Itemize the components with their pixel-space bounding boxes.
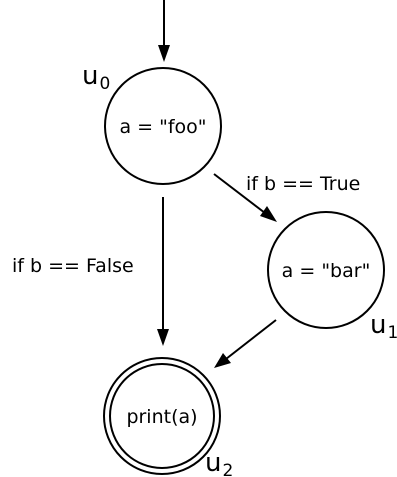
node-u0: a = "foo" u0 (82, 61, 222, 185)
edge-entry-u0-arrowhead (158, 45, 170, 62)
node-u2-label: print(a) (126, 406, 197, 428)
node-u1-label: a = "bar" (282, 260, 371, 282)
node-u0-label: a = "foo" (119, 116, 206, 138)
edge-u1-u2 (214, 319, 277, 368)
edge-u0-u2-label: if b == False (12, 255, 134, 277)
node-u0-name: u0 (82, 61, 110, 94)
node-u2-name: u2 (205, 448, 233, 477)
edge-u1-u2-line (225, 319, 277, 360)
node-u1-name: u1 (370, 310, 397, 343)
node-u2: print(a) u2 (103, 357, 233, 477)
edge-u0-u2-arrowhead (157, 329, 169, 346)
edge-u0-u1-label: if b == True (246, 173, 360, 195)
edge-u1-u2-arrowhead (214, 353, 231, 368)
edge-u0-u1-arrowhead (260, 206, 277, 222)
edge-u0-u2: if b == False (12, 197, 169, 346)
node-u0-circle (104, 67, 222, 185)
edge-entry-u0 (158, 0, 170, 62)
node-u1-circle (267, 211, 385, 329)
edge-u0-u1-line (213, 173, 266, 214)
edge-u0-u1: if b == True (213, 173, 360, 222)
node-u2-inner-circle (109, 363, 215, 469)
node-u1: a = "bar" u1 (267, 211, 397, 343)
